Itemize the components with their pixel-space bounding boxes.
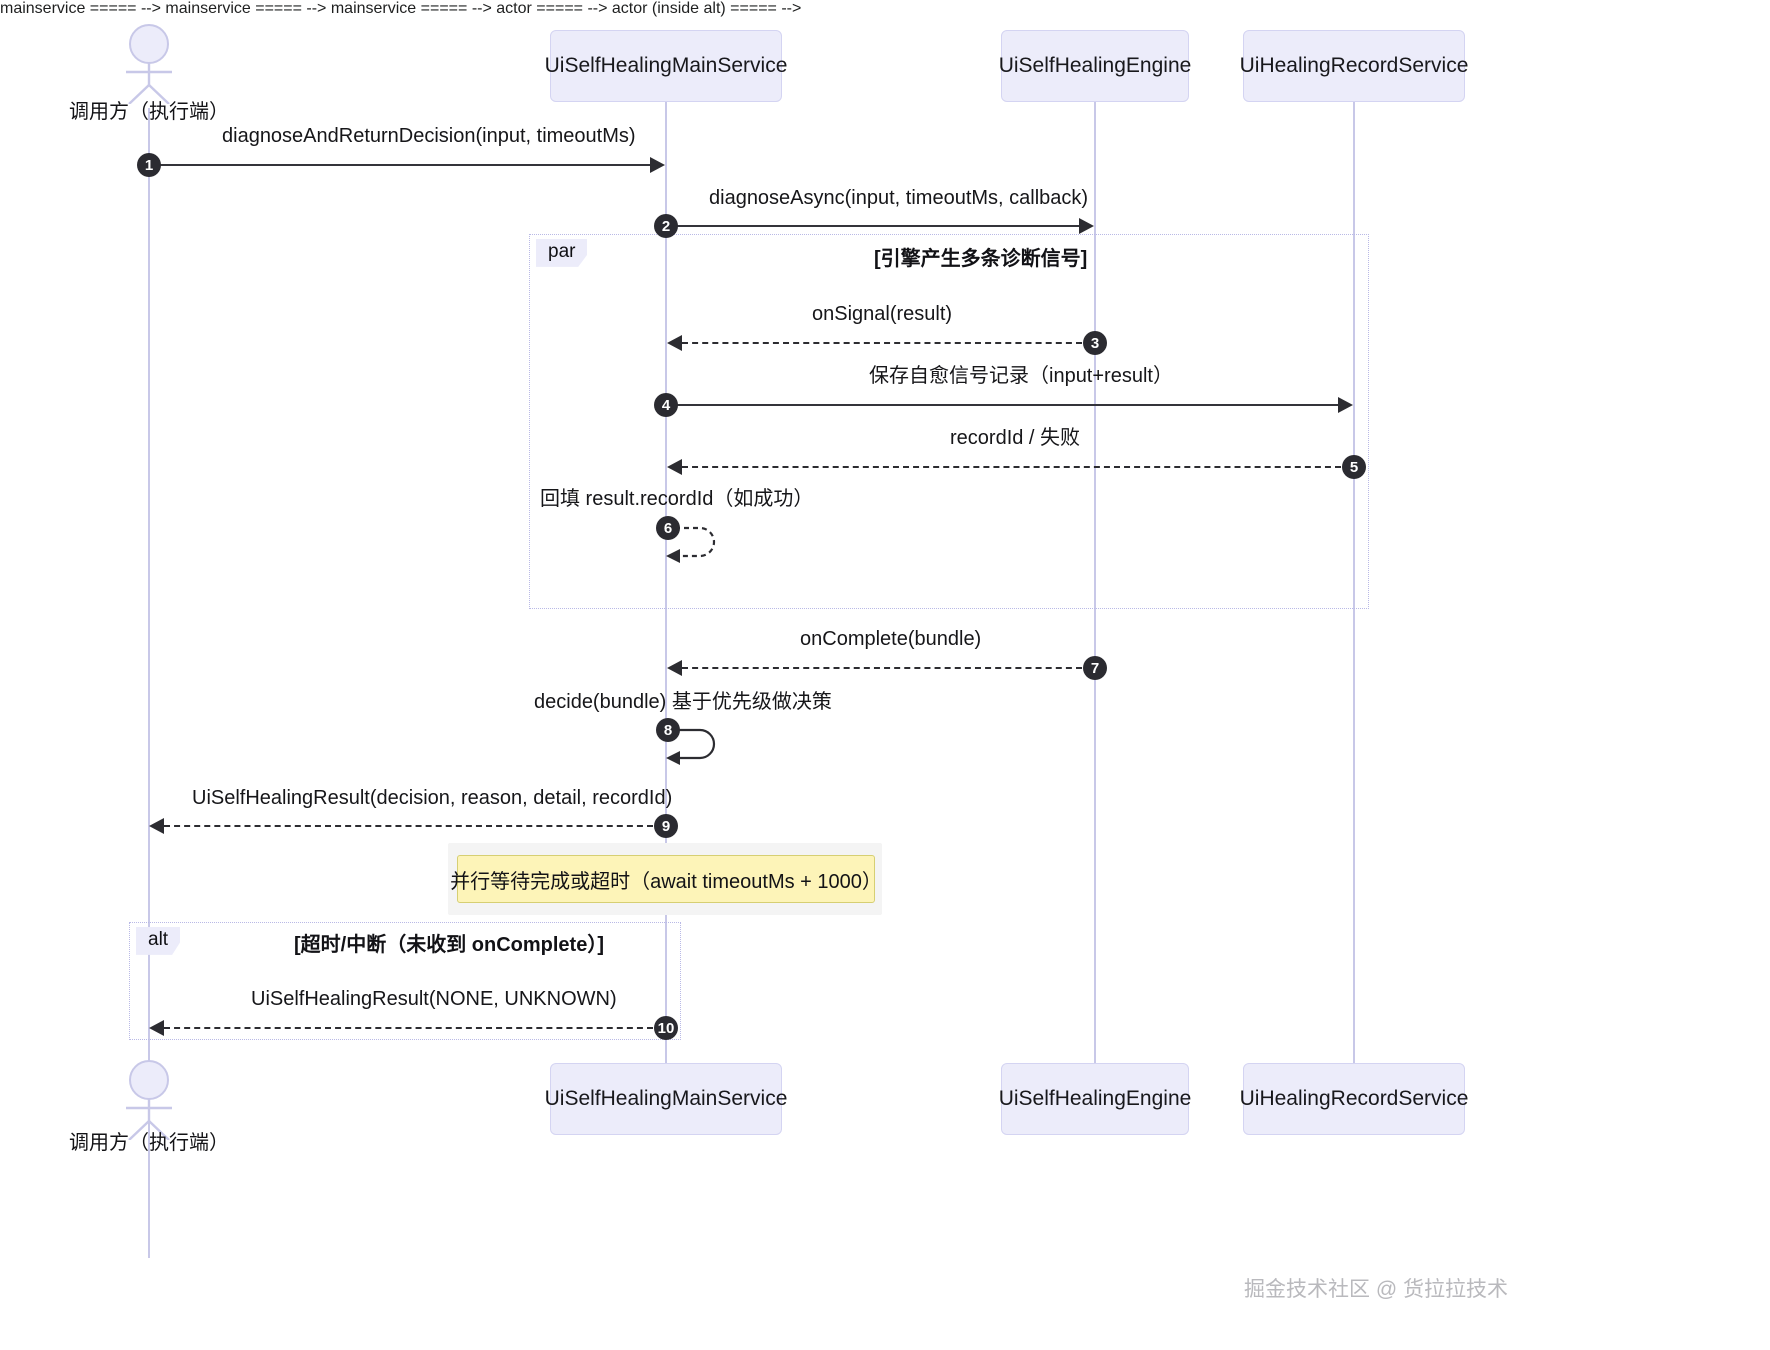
message-label-1: diagnoseAndReturnDecision(input, timeout… <box>222 125 636 147</box>
self-loop-8 <box>664 724 730 765</box>
message-line-4 <box>666 404 1340 406</box>
message-line-10 <box>164 1027 653 1029</box>
lifeline-actor <box>148 108 150 1258</box>
sequence-badge-7: 7 <box>1083 656 1107 680</box>
watermark-text: 掘金技术社区 @ 货拉拉技术 <box>1244 1278 1508 1301</box>
actor-label-top: 调用方（执行端） <box>69 101 229 123</box>
lifeline-recordservice <box>1353 100 1355 1065</box>
message-label-10: UiSelfHealingResult(NONE, UNKNOWN) <box>251 988 617 1010</box>
message-line-7 <box>682 667 1082 669</box>
fragment-alt-tag: alt <box>136 927 181 955</box>
message-label-2: diagnoseAsync(input, timeoutMs, callback… <box>709 187 1089 209</box>
participant-box-mainservice-top[interactable]: UiSelfHealingMainService <box>545 30 787 102</box>
actor-figure-top <box>112 22 186 104</box>
sequence-badge-2: 2 <box>654 214 678 238</box>
sequence-badge-4: 4 <box>654 393 678 417</box>
participant-label-mainservice-bottom: UiSelfHealingMainService <box>544 1086 788 1110</box>
note-text: 并行等待完成或超时（await timeoutMs + 1000） <box>450 870 882 893</box>
sequence-badge-9: 9 <box>654 814 678 838</box>
actor-label-bottom: 调用方（执行端） <box>69 1132 229 1154</box>
message-arrowhead-5 <box>667 459 682 475</box>
message-line-1 <box>149 164 652 166</box>
participant-label-mainservice-top: UiSelfHealingMainService <box>544 53 788 77</box>
participant-label-engine-top: UiSelfHealingEngine <box>998 53 1192 77</box>
message-line-5 <box>682 466 1341 468</box>
actor-figure-bottom <box>112 1058 186 1140</box>
message-line-2 <box>666 225 1081 227</box>
message-arrowhead-3 <box>667 335 682 351</box>
note-parallel-wait[interactable]: 并行等待完成或超时（await timeoutMs + 1000） <box>450 855 882 903</box>
message-label-6: 回填 result.recordId（如成功） <box>540 488 814 510</box>
message-label-9: UiSelfHealingResult(decision, reason, de… <box>192 787 673 809</box>
message-label-4: 保存自愈信号记录（input+result） <box>869 365 1173 387</box>
message-label-7: onComplete(bundle) <box>800 628 982 650</box>
sequence-badge-10: 10 <box>654 1016 678 1040</box>
sequence-badge-1: 1 <box>137 153 161 177</box>
fragment-par-tag: par <box>536 239 588 267</box>
message-arrowhead-10 <box>149 1020 164 1036</box>
message-arrowhead-9 <box>149 818 164 834</box>
sequence-badge-5: 5 <box>1342 455 1366 479</box>
lifeline-mainservice <box>665 100 667 1065</box>
message-arrowhead-4 <box>1338 397 1353 413</box>
sequence-badge-6: 6 <box>656 516 680 540</box>
fragment-alt <box>129 922 681 1040</box>
participant-box-recordservice-top[interactable]: UiHealingRecordService <box>1240 30 1468 102</box>
sequence-badge-3: 3 <box>1083 331 1107 355</box>
participant-box-engine-top[interactable]: UiSelfHealingEngine <box>998 30 1192 102</box>
message-line-3 <box>682 342 1082 344</box>
lifeline-engine <box>1094 100 1096 1065</box>
participant-box-engine-bottom[interactable]: UiSelfHealingEngine <box>998 1063 1192 1135</box>
fragment-par-condition: [引擎产生多条诊断信号] <box>874 248 1088 270</box>
participant-box-mainservice-bottom[interactable]: UiSelfHealingMainService <box>545 1063 787 1135</box>
message-arrowhead-1 <box>650 157 665 173</box>
message-arrowhead-2 <box>1079 218 1094 234</box>
participant-label-engine-bottom: UiSelfHealingEngine <box>998 1086 1192 1110</box>
fragment-alt-condition: [超时/中断（未收到 onComplete）] <box>294 934 604 956</box>
message-arrowhead-7 <box>667 660 682 676</box>
participant-label-recordservice-top: UiHealingRecordService <box>1239 53 1469 77</box>
sequence-badge-8: 8 <box>656 718 680 742</box>
fragment-par <box>529 234 1369 609</box>
message-line-9 <box>164 825 653 827</box>
participant-label-recordservice-bottom: UiHealingRecordService <box>1239 1086 1469 1110</box>
message-label-8: decide(bundle) 基于优先级做决策 <box>534 691 832 713</box>
participant-box-recordservice-bottom[interactable]: UiHealingRecordService <box>1240 1063 1468 1135</box>
message-label-5: recordId / 失败 <box>950 427 1081 449</box>
self-loop-6 <box>664 522 730 563</box>
message-label-3: onSignal(result) <box>812 303 953 325</box>
